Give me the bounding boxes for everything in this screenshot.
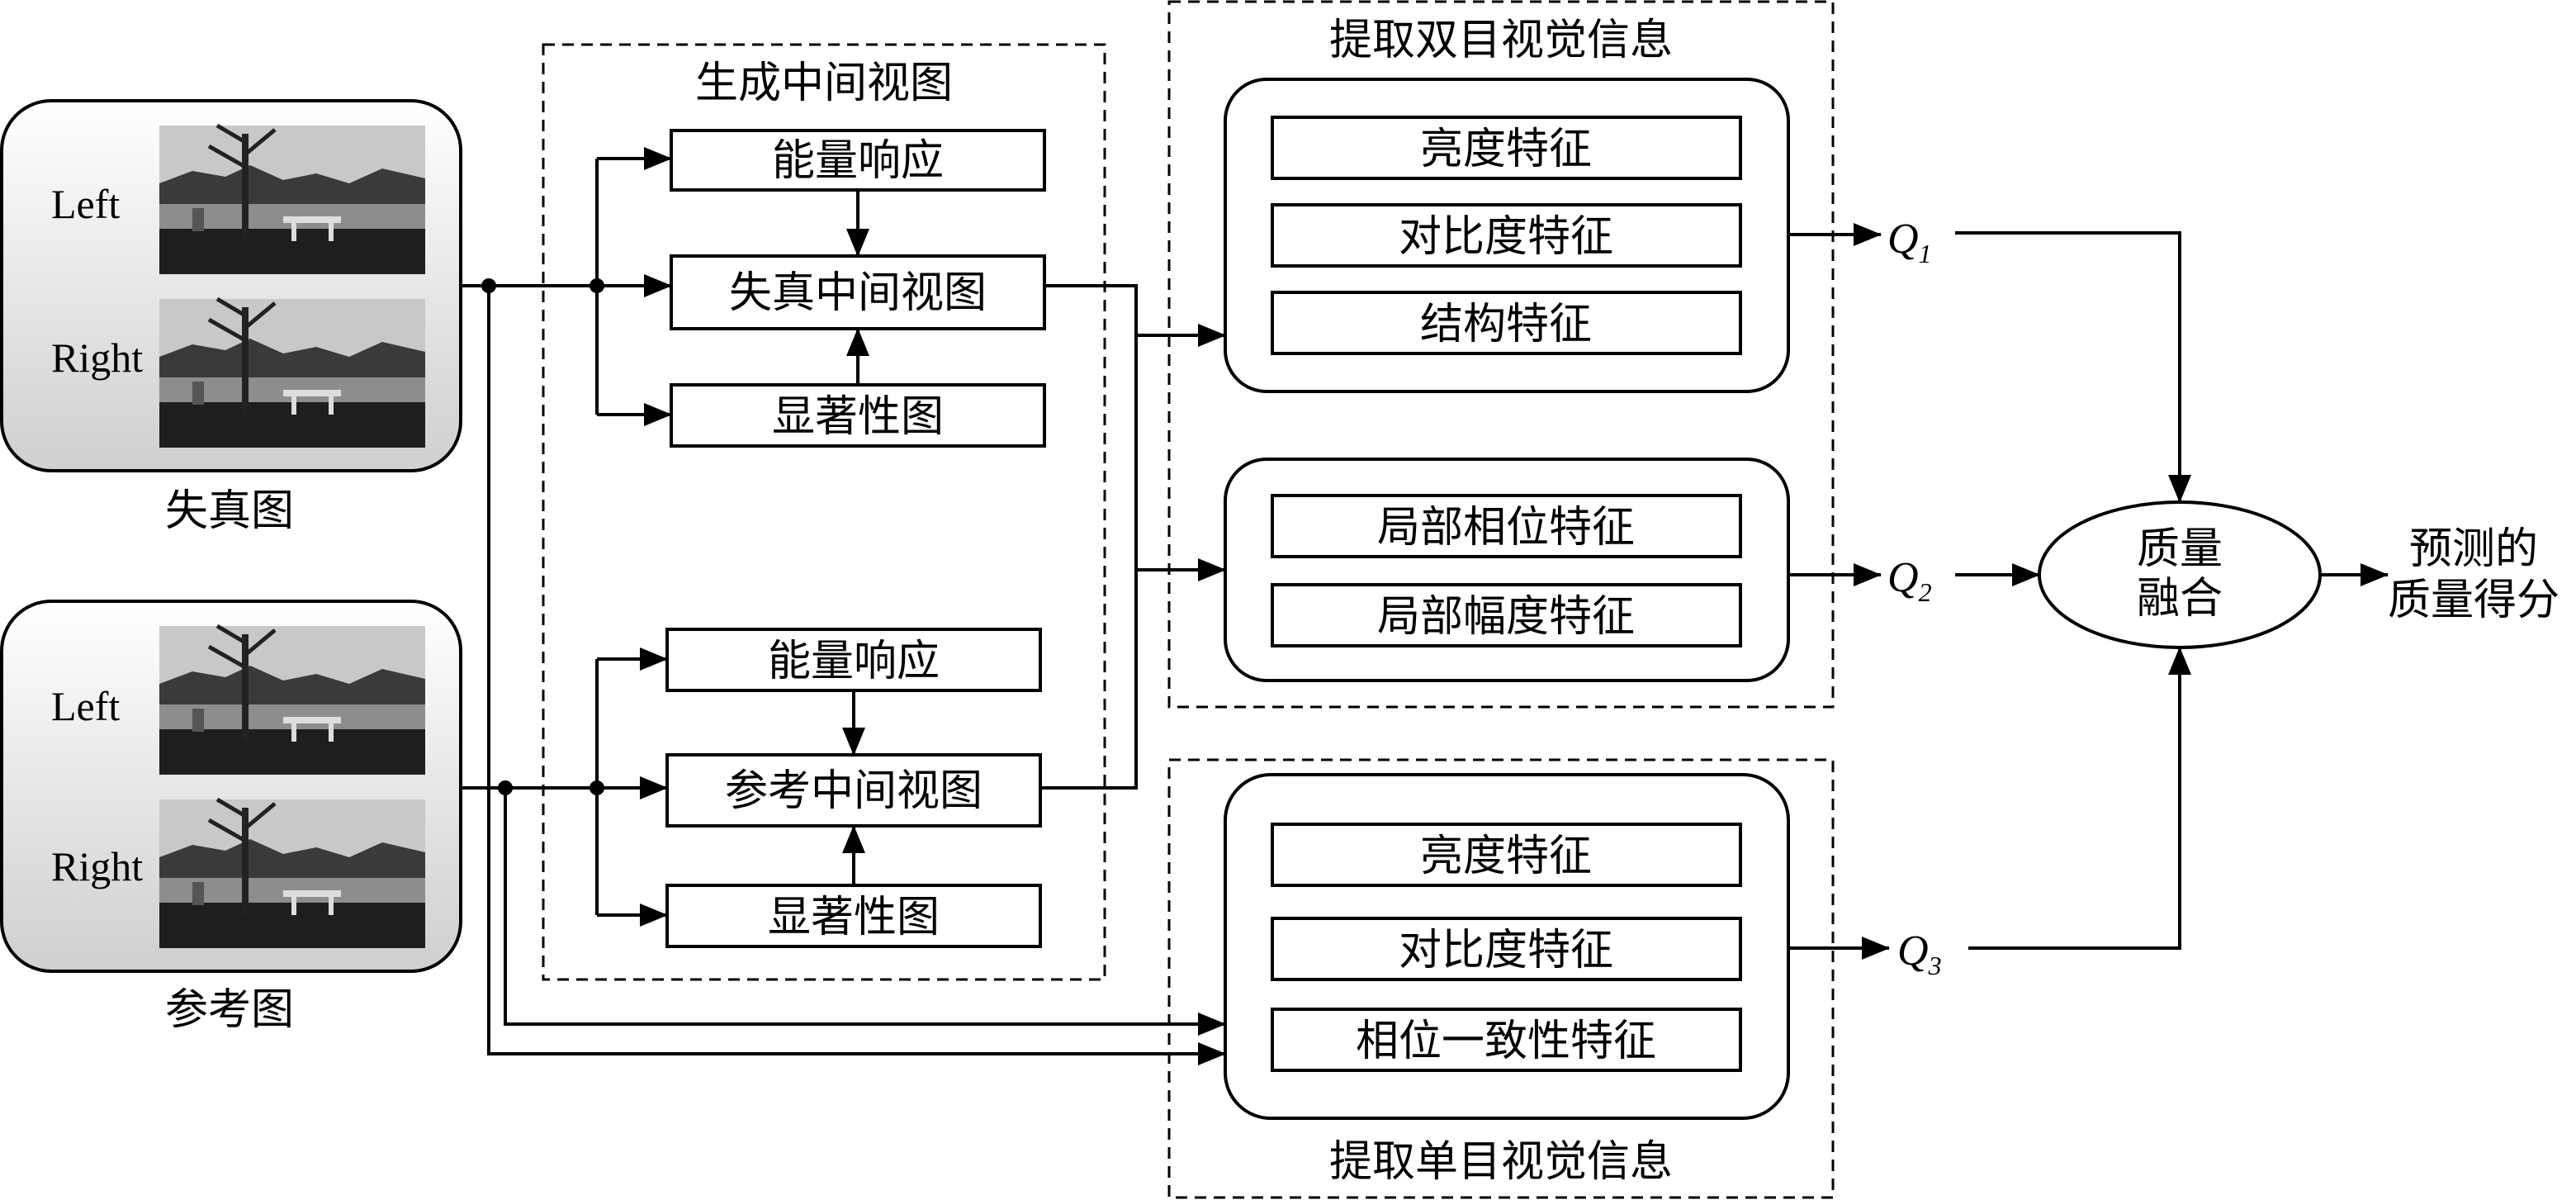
reference-energy-label: 能量响应: [768, 637, 940, 686]
reference-input-panel: Left Right: [0, 600, 462, 973]
reference-caption: 参考图: [165, 985, 294, 1035]
luminance-feature-box: [1271, 116, 1742, 180]
monocular-title: 提取单目视觉信息: [1329, 1137, 1673, 1187]
score-q1: Q1: [1887, 216, 1932, 268]
output-label-line1: 预测的: [2409, 524, 2538, 574]
reference-left-label: Left: [51, 683, 120, 729]
local-phase-feature-box: [1271, 494, 1742, 558]
intermediate-title: 生成中间视图: [695, 59, 953, 108]
fusion-label-line1: 质量: [2137, 524, 2223, 574]
contrast-feature-box: [1271, 203, 1742, 268]
distorted-left-label: Left: [51, 181, 120, 227]
output-label-line2: 质量得分: [2388, 576, 2559, 625]
luminance-feature-label: 亮度特征: [1420, 125, 1592, 174]
local-amplitude-feature-box: [1271, 583, 1742, 647]
mono-contrast-feature-box: [1271, 917, 1742, 981]
local-phase-feature-label: 局部相位特征: [1377, 503, 1635, 553]
score-q3: Q3: [1897, 927, 1942, 980]
distorted-saliency-label: 显著性图: [772, 392, 944, 442]
mono-luminance-feature-box: [1271, 823, 1742, 887]
mono-luminance-feature-label: 亮度特征: [1420, 832, 1592, 881]
distorted-left-image: [159, 126, 425, 274]
structure-feature-box: [1271, 291, 1742, 355]
phase-congruency-feature-label: 相位一致性特征: [1356, 1017, 1656, 1066]
structure-feature-label: 结构特征: [1420, 300, 1592, 349]
reference-right-label: Right: [51, 843, 143, 889]
distorted-energy-label: 能量响应: [772, 136, 944, 186]
score-q2: Q2: [1887, 554, 1932, 607]
fusion-label-line2: 融合: [2137, 574, 2223, 624]
reference-left-image: [159, 626, 425, 775]
contrast-feature-label: 对比度特征: [1399, 212, 1613, 262]
distorted-saliency-box: [670, 383, 1046, 448]
distorted-caption: 失真图: [165, 486, 294, 536]
connector-lines: [461, 147, 2389, 1065]
binocular-title: 提取双目视觉信息: [1329, 16, 1673, 65]
local-amplitude-feature-label: 局部幅度特征: [1377, 592, 1635, 642]
reference-right-image: [159, 799, 425, 948]
distorted-view-label: 失真中间视图: [729, 268, 987, 318]
distorted-right-image: [159, 299, 425, 448]
distorted-input-panel: Left Right: [0, 99, 462, 472]
reference-view-label: 参考中间视图: [725, 766, 983, 816]
intermediate-group-frame: [542, 43, 1106, 981]
binocular-group-frame: [1167, 0, 1835, 709]
distorted-right-label: Right: [51, 334, 143, 381]
mono-contrast-feature-label: 对比度特征: [1399, 926, 1613, 975]
reference-view-box: [665, 753, 1042, 828]
distorted-view-box: [670, 254, 1046, 330]
phase-congruency-feature-box: [1271, 1008, 1742, 1072]
monocular-group-frame: [1167, 758, 1835, 1199]
reference-saliency-label: 显著性图: [768, 893, 940, 942]
reference-saliency-box: [665, 884, 1042, 948]
